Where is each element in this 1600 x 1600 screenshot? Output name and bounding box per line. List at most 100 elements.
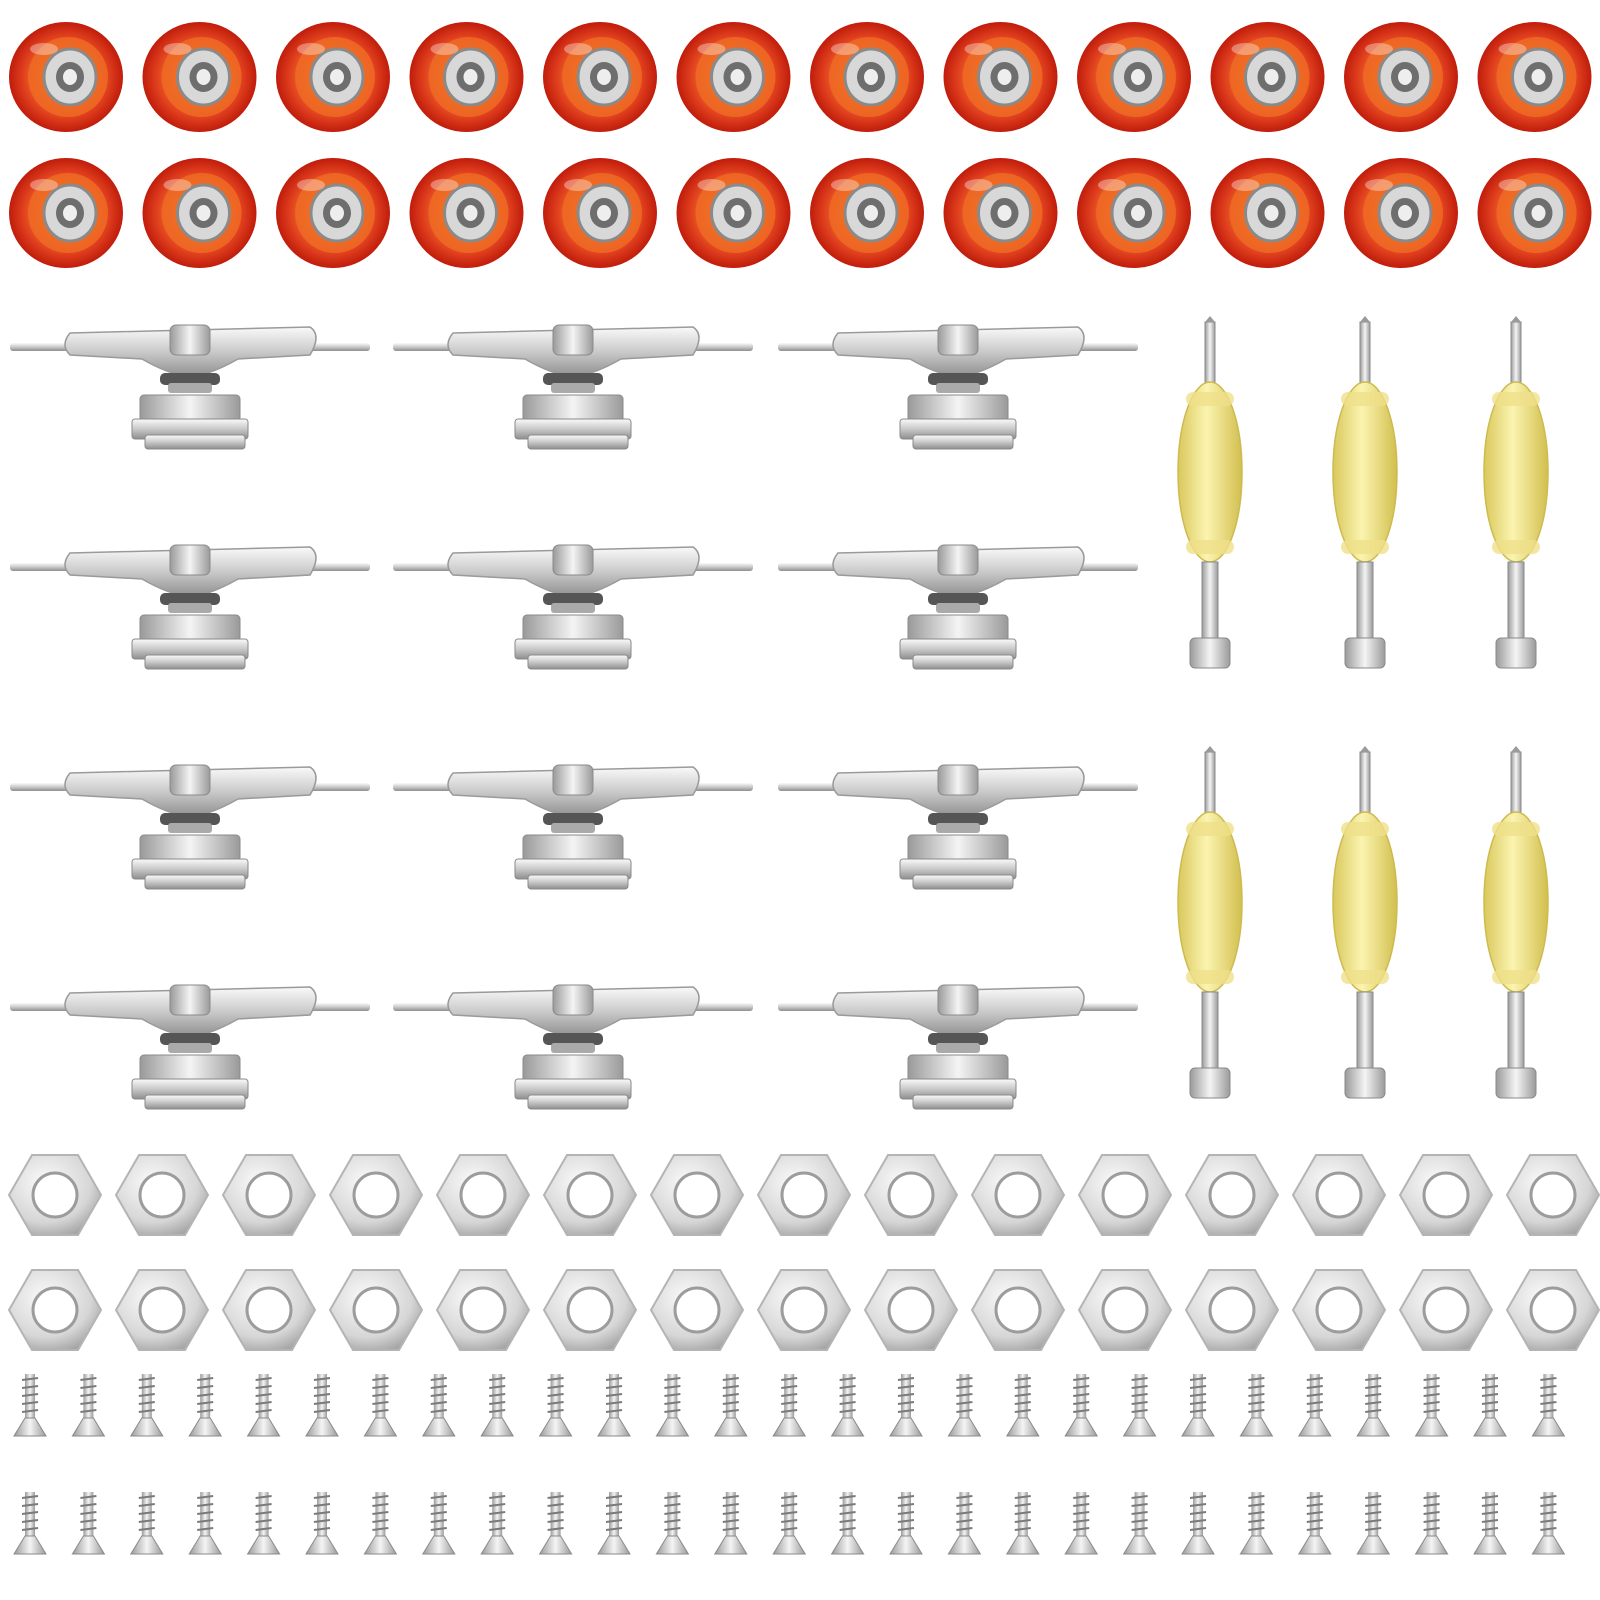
screw-icon bbox=[71, 1491, 106, 1555]
hex-nut-icon bbox=[863, 1268, 959, 1352]
screw-icon bbox=[1414, 1491, 1449, 1555]
screw-icon bbox=[363, 1373, 398, 1437]
skate-tool-icon bbox=[1332, 745, 1398, 1099]
screw-icon bbox=[1473, 1491, 1507, 1555]
screw-icon bbox=[947, 1491, 982, 1555]
wheel-icon bbox=[1209, 156, 1326, 270]
hex-nut-icon bbox=[1077, 1153, 1173, 1237]
screw-icon bbox=[188, 1373, 223, 1437]
truck-icon bbox=[9, 324, 371, 450]
screw-icon bbox=[480, 1491, 515, 1555]
hex-nut-icon bbox=[756, 1153, 852, 1237]
hex-nut-icon bbox=[435, 1153, 531, 1237]
hex-nut-icon bbox=[1505, 1268, 1600, 1352]
wheel-icon bbox=[541, 156, 659, 270]
wheel-icon bbox=[274, 156, 392, 270]
truck-icon bbox=[392, 544, 754, 670]
wheel-icon bbox=[541, 20, 659, 134]
screw-icon bbox=[597, 1491, 631, 1555]
hex-nut-icon bbox=[863, 1153, 959, 1237]
wheel-icon bbox=[1476, 156, 1593, 270]
wheel-icon bbox=[7, 156, 125, 270]
hex-nut-icon bbox=[1505, 1153, 1600, 1237]
hex-nut-icon bbox=[1398, 1268, 1494, 1352]
screw-icon bbox=[830, 1373, 865, 1437]
wheel-icon bbox=[675, 20, 792, 134]
screw-icon bbox=[246, 1491, 281, 1555]
screw-icon bbox=[538, 1373, 573, 1437]
wheel-icon bbox=[141, 156, 258, 270]
truck-icon bbox=[9, 544, 371, 670]
wheel-icon bbox=[408, 20, 525, 134]
screw-icon bbox=[830, 1491, 865, 1555]
truck-icon bbox=[777, 544, 1139, 670]
screw-icon bbox=[1356, 1491, 1391, 1555]
hex-nut-icon bbox=[435, 1268, 531, 1352]
screw-icon bbox=[1239, 1373, 1274, 1437]
hex-nut-icon bbox=[7, 1153, 103, 1237]
truck-icon bbox=[392, 984, 754, 1110]
screw-icon bbox=[655, 1373, 690, 1437]
hex-nut-icon bbox=[1291, 1268, 1387, 1352]
hex-nut-icon bbox=[114, 1268, 210, 1352]
screw-icon bbox=[129, 1491, 164, 1555]
screw-icon bbox=[1181, 1491, 1215, 1555]
wheel-icon bbox=[141, 20, 258, 134]
screw-icon bbox=[421, 1373, 456, 1437]
screw-icon bbox=[1181, 1373, 1215, 1437]
wheel-icon bbox=[1342, 20, 1460, 134]
screw-icon bbox=[71, 1373, 106, 1437]
wheel-icon bbox=[942, 156, 1059, 270]
screw-icon bbox=[713, 1491, 748, 1555]
hex-nut-icon bbox=[649, 1268, 745, 1352]
wheel-icon bbox=[1342, 156, 1460, 270]
screw-icon bbox=[889, 1373, 923, 1437]
wheel-icon bbox=[7, 20, 125, 134]
screw-icon bbox=[1531, 1491, 1566, 1555]
truck-icon bbox=[392, 764, 754, 890]
screw-icon bbox=[1531, 1373, 1566, 1437]
screw-icon bbox=[538, 1491, 573, 1555]
screw-icon bbox=[713, 1373, 748, 1437]
screw-icon bbox=[1297, 1491, 1332, 1555]
truck-icon bbox=[777, 984, 1139, 1110]
skate-tool-icon bbox=[1483, 315, 1549, 669]
wheel-icon bbox=[808, 20, 926, 134]
screw-icon bbox=[246, 1373, 281, 1437]
hex-nut-icon bbox=[756, 1268, 852, 1352]
truck-icon bbox=[777, 324, 1139, 450]
hex-nut-icon bbox=[328, 1153, 424, 1237]
screw-icon bbox=[597, 1373, 631, 1437]
wheel-icon bbox=[1209, 20, 1326, 134]
hex-nut-icon bbox=[114, 1153, 210, 1237]
truck-icon bbox=[777, 764, 1139, 890]
truck-icon bbox=[9, 764, 371, 890]
screw-icon bbox=[305, 1491, 339, 1555]
screw-icon bbox=[1005, 1373, 1040, 1437]
wheel-icon bbox=[408, 156, 525, 270]
wheel-icon bbox=[942, 20, 1059, 134]
hex-nut-icon bbox=[649, 1153, 745, 1237]
wheel-icon bbox=[808, 156, 926, 270]
wheel-icon bbox=[1476, 20, 1593, 134]
wheel-icon bbox=[675, 156, 792, 270]
truck-icon bbox=[9, 984, 371, 1110]
screw-icon bbox=[889, 1491, 923, 1555]
screw-icon bbox=[305, 1373, 339, 1437]
wheel-icon bbox=[274, 20, 392, 134]
hex-nut-icon bbox=[221, 1153, 317, 1237]
screw-icon bbox=[1064, 1373, 1099, 1437]
screw-icon bbox=[1239, 1491, 1274, 1555]
screw-icon bbox=[1122, 1491, 1157, 1555]
skate-tool-icon bbox=[1177, 745, 1243, 1099]
screw-icon bbox=[129, 1373, 164, 1437]
hex-nut-icon bbox=[1077, 1268, 1173, 1352]
wheel-icon bbox=[1075, 156, 1193, 270]
hex-nut-icon bbox=[970, 1153, 1066, 1237]
screw-icon bbox=[13, 1491, 47, 1555]
screw-icon bbox=[13, 1373, 47, 1437]
hex-nut-icon bbox=[542, 1153, 638, 1237]
screw-icon bbox=[1005, 1491, 1040, 1555]
screw-icon bbox=[421, 1491, 456, 1555]
